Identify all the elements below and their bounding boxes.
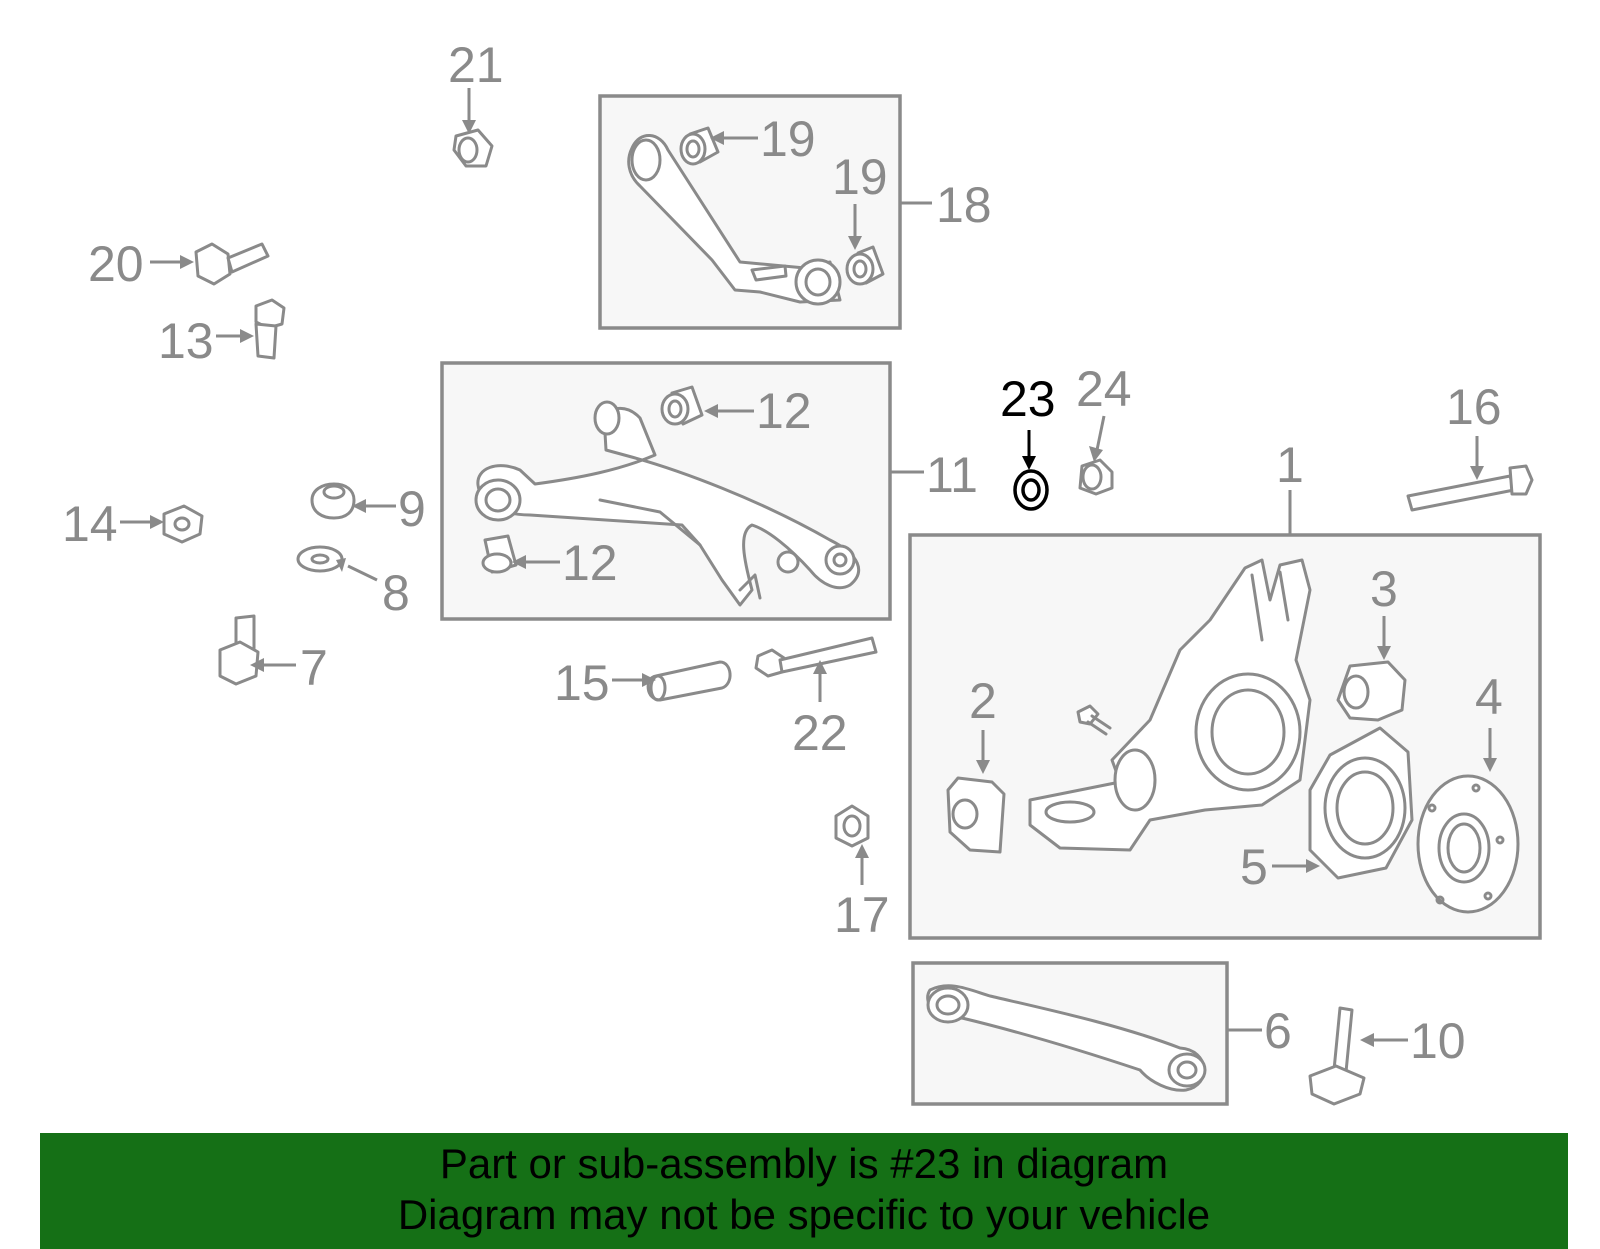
banner-line-disclaimer: Diagram may not be specific to your vehi…: [397, 1191, 1211, 1238]
bushing-12-top: [660, 385, 704, 426]
washer-23-part-highlighted: [1013, 469, 1049, 511]
bushing-2-part: [946, 776, 1006, 854]
hub-4-part: [1416, 774, 1520, 914]
callout-17: 17: [834, 887, 890, 943]
bolt-20-part: [194, 242, 270, 286]
banner-line-part-number: Part or sub-assembly is #23 in diagram: [439, 1140, 1169, 1187]
callout-12-top: 12: [756, 383, 812, 439]
bushing-3-part: [1336, 660, 1407, 722]
callout-6: 6: [1264, 1003, 1292, 1059]
nut-17-part: [834, 804, 870, 848]
nut-21-part: [452, 128, 494, 168]
callout-24: 24: [1076, 361, 1132, 417]
callout-18: 18: [936, 177, 992, 233]
bolt-7-part: [218, 614, 260, 686]
bushing-12-bottom: [481, 534, 518, 574]
nut-14-part: [162, 504, 204, 544]
callout-16: 16: [1446, 379, 1502, 435]
callout-14: 14: [62, 496, 118, 552]
callout-2: 2: [969, 673, 997, 729]
callout-1: 1: [1276, 437, 1304, 493]
callout-19-right: 19: [832, 149, 888, 205]
callout-12-bottom: 12: [562, 535, 618, 591]
bolt-10-part: [1308, 1006, 1366, 1106]
bolt-16-part: [1406, 464, 1534, 512]
small-bolt-in-box-1: [1076, 704, 1112, 736]
toe-link-part: [926, 984, 1207, 1092]
pin-15-part: [646, 660, 732, 702]
callout-3: 3: [1370, 561, 1398, 617]
bushing-19-right: [845, 245, 885, 286]
callout-23-highlighted: 23: [1000, 371, 1056, 427]
callout-8: 8: [382, 565, 410, 621]
knuckle-part: [1028, 558, 1312, 852]
lower-control-arm-part: [474, 400, 861, 607]
bolt-13-part: [254, 298, 286, 360]
bushing-19-top: [679, 126, 720, 166]
hub-bearing-5-part: [1308, 726, 1414, 880]
callout-7: 7: [300, 640, 328, 696]
callout-13: 13: [158, 313, 214, 369]
callout-21: 21: [448, 37, 504, 93]
callout-11: 11: [926, 447, 978, 503]
callout-19-top: 19: [760, 111, 816, 167]
callout-10: 10: [1410, 1013, 1466, 1069]
info-banner: Part or sub-assembly is #23 in diagram D…: [40, 1133, 1568, 1249]
nut-9-part: [310, 482, 356, 520]
nut-24-part: [1078, 458, 1114, 496]
callout-22: 22: [792, 705, 848, 761]
bolt-22-part: [754, 636, 878, 678]
washer-8-part: [296, 545, 344, 573]
callout-4: 4: [1475, 669, 1503, 725]
callout-20: 20: [88, 236, 144, 292]
callout-15: 15: [554, 655, 610, 711]
leader-lines: [120, 88, 1497, 1047]
upper-control-arm-part: [627, 134, 842, 306]
callout-5: 5: [1240, 839, 1268, 895]
callout-9: 9: [398, 481, 426, 537]
